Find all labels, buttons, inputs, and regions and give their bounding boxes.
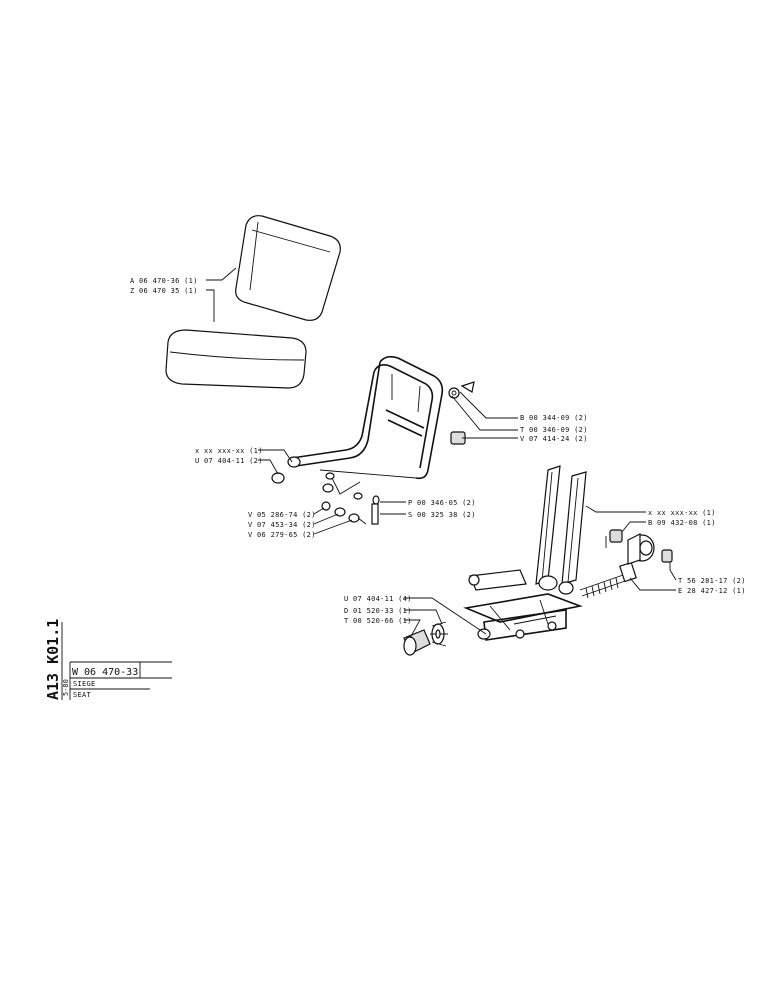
leader-lines: [206, 267, 677, 639]
frame-hardware: [271, 381, 475, 525]
callout-B09432-08: B 09 432-08 (1): [648, 519, 716, 527]
callout-Z06470-35: Z 06 470 35 (1): [130, 287, 198, 295]
part-number: W 06 470-33: [72, 667, 138, 678]
callout-xx-suspension: x xx xxx-xx (1): [648, 509, 716, 517]
callout-U07404-11-2: U 07 404-11 (2): [195, 457, 263, 465]
callout-P00346-05: P 00 346-05 (2): [408, 499, 476, 507]
seat-back-cushion: [235, 215, 341, 321]
callout-V06279-65: V 06 279-65 (2): [248, 531, 316, 539]
callout-U07404-11-4: U 07 404-11 (4): [344, 595, 412, 603]
seat-frame: [287, 355, 444, 495]
callout-V07414-24: V 07 414-24 (2): [520, 435, 588, 443]
date-code: 5-80: [62, 679, 70, 696]
title-french: SIEGE: [73, 680, 96, 688]
callout-T56281-17: T 56 281-17 (2): [678, 577, 746, 585]
callout-T00346-09: T 00 346-09 (2): [520, 426, 588, 434]
title-english: SEAT: [73, 691, 92, 699]
callout-S00325-38: S 00 325 38 (2): [408, 511, 476, 519]
callout-E28427-12: E 28 427-12 (1): [678, 587, 746, 595]
seat-suspension: [463, 465, 673, 641]
callout-xx-frame: x xx xxx-xx (1): [195, 447, 263, 455]
callout-T00520-66: T 00 520-66 (1): [344, 617, 412, 625]
adjustment-knob: [403, 621, 448, 656]
callout-labels: A 06 470-36 (1) Z 06 470 35 (1) B 00 344…: [130, 277, 746, 625]
sheet-code: A13 K01.1: [44, 619, 62, 700]
callout-A06470-36: A 06 470-36 (1): [130, 277, 198, 285]
seat-cushion: [165, 329, 307, 389]
title-block: A13 K01.1 5-80 W 06 470-33 SIEGE SEAT: [44, 619, 172, 700]
callout-V05286-74: V 05 286-74 (2): [248, 511, 316, 519]
callout-D01520-33: D 01 520-33 (1): [344, 607, 412, 615]
callout-V07453-34: V 07 453-34 (2): [248, 521, 316, 529]
callout-B00344-09: B 00 344-09 (2): [520, 414, 588, 422]
